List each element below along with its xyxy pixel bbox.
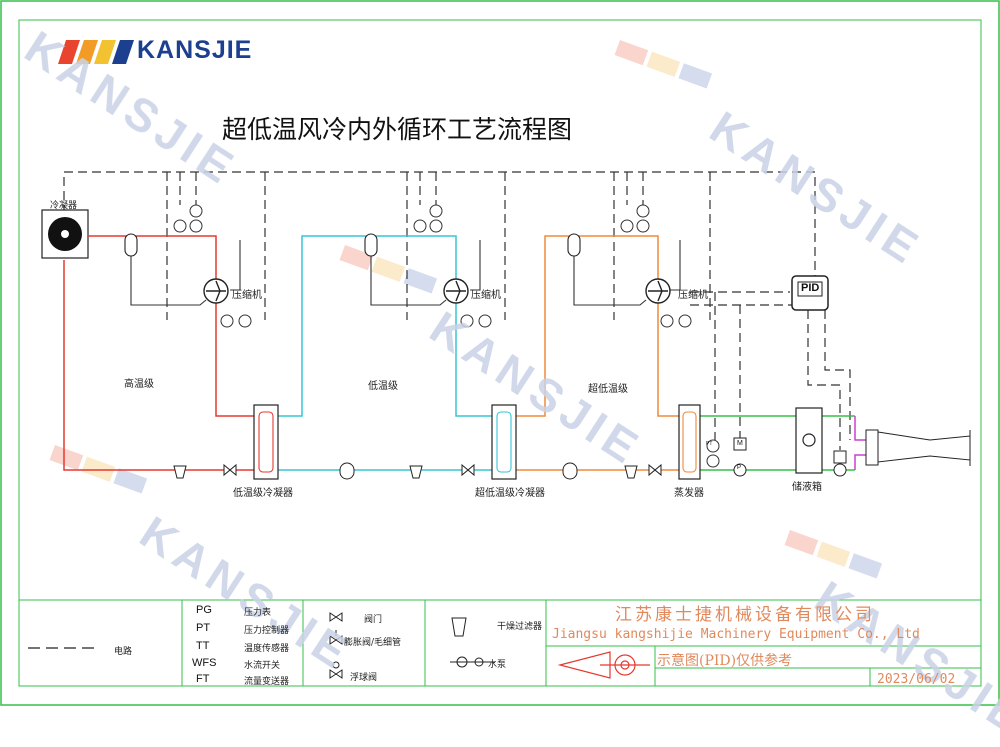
gauge-label: PT <box>706 441 713 447</box>
legend-desc: 温度传感器 <box>244 644 290 654</box>
legend-desc: 流量变送器 <box>244 677 290 687</box>
pump-label: P <box>737 465 742 471</box>
pid-label: PID <box>801 282 820 294</box>
control-bus <box>63 171 851 450</box>
legend-desc: 水流开关 <box>244 661 281 671</box>
legend-code: PG <box>196 604 212 616</box>
diagram-title: 超低温风冷内外循环工艺流程图 <box>222 115 573 144</box>
tank-label: 储液箱 <box>792 482 822 493</box>
stage1-suction-loop <box>130 240 241 306</box>
stage3-name: 超低温级 <box>588 384 628 395</box>
exchanger-coil-1 <box>258 411 274 473</box>
stage2-exchanger-label: 超低温级冷凝器 <box>475 488 545 499</box>
compressors <box>203 278 671 304</box>
water-loop <box>700 415 855 471</box>
diagram-canvas <box>0 0 1000 706</box>
pid-controller <box>791 275 829 311</box>
outer-border <box>0 0 1000 706</box>
logo-stripes <box>58 40 134 64</box>
inner-border <box>18 19 982 687</box>
air-condenser <box>41 209 89 259</box>
stage3-exchanger-label: 蒸发器 <box>674 488 704 499</box>
legend-symbol-label: 膨胀阀/毛细管 <box>344 638 402 648</box>
legend-line-label: 电路 <box>114 647 133 657</box>
liquid-receivers <box>124 233 581 257</box>
heat-exchangers <box>253 404 701 480</box>
pressure-gauges <box>173 204 720 468</box>
stage3-compressor-label: 压缩机 <box>678 290 708 301</box>
process-chamber <box>865 429 971 466</box>
stage2-name: 低温级 <box>368 381 398 392</box>
legend-symbol-label: 水泵 <box>488 660 507 670</box>
legend-symbol-label: 阀门 <box>364 615 383 625</box>
expansion-valves <box>223 463 662 477</box>
water-pump <box>733 437 847 477</box>
diagram-note: 示意图(PID)仅供参考 <box>657 653 793 669</box>
stage1-refrigerant-loop <box>63 235 254 471</box>
legend-code: WFS <box>192 657 217 669</box>
stage3-suction-loop <box>573 240 681 306</box>
storage-tank <box>795 407 823 474</box>
legend-symbol-label: 浮球阀 <box>350 673 378 683</box>
filters <box>173 462 638 480</box>
legend-code: PT <box>196 622 211 634</box>
company-name-en: Jiangsu kangshijie Machinery Equipment C… <box>552 627 920 642</box>
brand-logo-text: KANSJIE <box>137 36 253 64</box>
stage2-compressor-label: 压缩机 <box>471 290 501 301</box>
legend-symbol-label: 干燥过滤器 <box>497 622 543 632</box>
legend-table <box>19 599 981 686</box>
legend-desc: 压力控制器 <box>244 626 290 636</box>
legend-code: TT <box>196 640 210 652</box>
exchanger-coil-2 <box>496 411 512 473</box>
stage2-refrigerant-loop <box>278 235 492 471</box>
condenser-label: 冷凝器 <box>50 201 78 211</box>
legend-code: FT <box>196 673 210 685</box>
company-name-cn: 江苏康士捷机械设备有限公司 <box>615 605 875 625</box>
process-loop <box>854 416 866 470</box>
stage1-compressor-label: 压缩机 <box>232 290 262 301</box>
legend-symbols <box>329 612 495 679</box>
stage2-suction-loop <box>370 240 481 306</box>
title-block-emblem <box>557 651 650 679</box>
exchanger-coil-3 <box>682 411 697 473</box>
diagram-date: 2023/06/02 <box>877 672 956 687</box>
stage1-exchanger-label: 低温级冷凝器 <box>233 488 293 499</box>
legend-desc: 压力表 <box>244 608 272 618</box>
stage1-name: 高温级 <box>124 379 154 390</box>
motor-label: M <box>737 440 743 447</box>
